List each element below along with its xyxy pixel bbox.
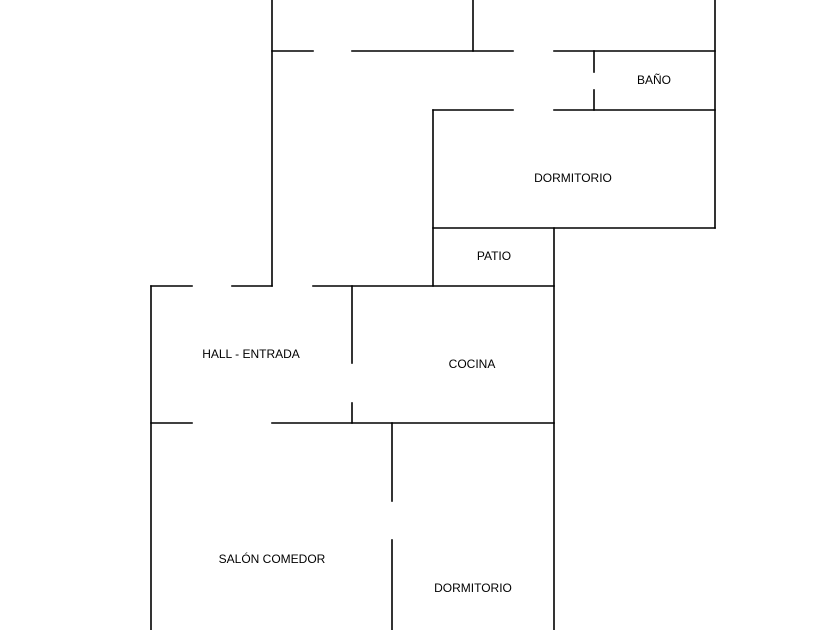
room-label-dormitorio-lower: DORMITORIO [434,581,512,595]
room-label-patio: PATIO [477,249,511,263]
room-label-salon: SALÓN COMEDOR [219,551,326,566]
room-label-bano: BAÑO [637,73,671,87]
room-label-cocina: COCINA [449,357,496,371]
room-label-dormitorio-upper: DORMITORIO [534,171,612,185]
room-labels: BAÑO DORMITORIO PATIO HALL - ENTRADA COC… [202,73,671,595]
room-label-hall: HALL - ENTRADA [202,347,300,361]
walls [150,0,716,630]
